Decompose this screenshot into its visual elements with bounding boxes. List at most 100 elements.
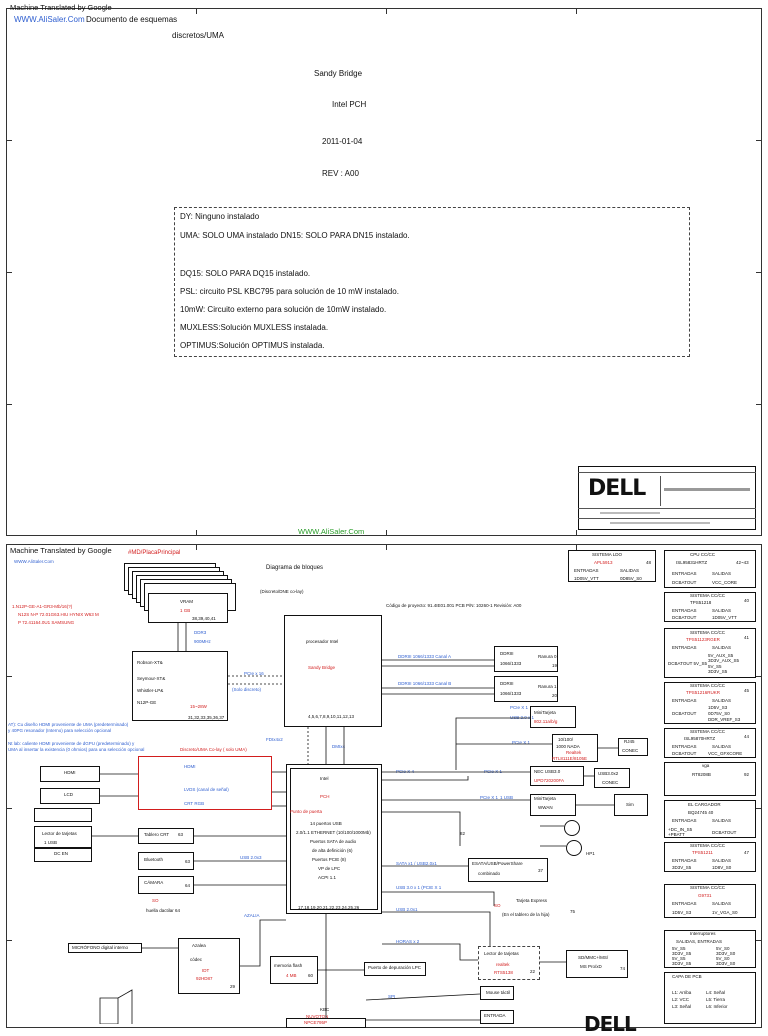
crt-board (138, 828, 194, 844)
ddr-slot-0 (494, 646, 558, 672)
camera-label: CÁMARA (144, 880, 164, 885)
tps51211-outputs-header: SALIDAS (712, 858, 732, 863)
site-watermark: WWW.AliSaler.Com (14, 15, 85, 24)
footer-site: WWW.AliSaler.Com (298, 527, 365, 536)
sd-page: 74 (620, 966, 626, 971)
pcie-x1-wwan-label: PCIe X 1 (480, 795, 499, 800)
block-diagram-heading: Diagrama de bloques (266, 565, 324, 571)
border-tick (756, 808, 762, 809)
card-reader-box (478, 946, 540, 980)
usb-wwan-label: 1 USB (500, 795, 514, 800)
title-block-line (664, 488, 750, 491)
charger-table (664, 800, 756, 838)
sata-usb-label: SATA x1 / USB2.0x1 (396, 861, 437, 866)
gpu-note-2: N12S N-P 72.01G63.HIU HYNIX W63 M (18, 612, 99, 617)
border-tick (386, 544, 387, 550)
border-tick (386, 530, 387, 536)
vram-pages: 38,39,40,41 (192, 616, 216, 621)
dc-en-box (34, 848, 92, 862)
pch-spec-2: 2.0/1.1 ETHERNET (10/100/1000Mb) (296, 830, 371, 835)
title-block-line (600, 512, 660, 514)
pch-spec-7: ACPI 1.1 (318, 875, 337, 880)
tps51123-title: SISTEMA CC/CC (690, 630, 726, 635)
ddr3-speed: 900MHz (194, 639, 211, 644)
page-82-label: 82 (460, 831, 466, 836)
cpu-block (284, 615, 382, 727)
nec-line-1: NEC USB3.0 (534, 769, 561, 774)
border-tick (196, 8, 197, 14)
tps51216-output-1: 1D5V_S3 (708, 705, 728, 710)
lpc-debug-box (364, 962, 426, 976)
sd-line-2: MS Pro/xD (580, 964, 602, 969)
cpu-dcdc-table (664, 550, 756, 588)
gpu-line-4: N12P-GE (137, 700, 157, 705)
fdi-label: FDIx4x2 (266, 737, 283, 742)
tps51216-output-3: DDR_VREF_S3 (708, 717, 741, 722)
lan-line-4: RTL8111E/8105E (552, 756, 588, 761)
vga-title: vga (702, 763, 710, 768)
cover-line-intel-pch: Intel PCH (332, 100, 367, 109)
switches-out-3: 5V_S0 (716, 956, 730, 961)
flash-block (270, 956, 318, 984)
g9731-title: SISTEMA CC/CC (690, 885, 726, 890)
pch-spec-4: de alta definición (6) (312, 848, 353, 853)
sd-slot (566, 950, 628, 978)
isl95870-title: SISTEMA CC/CC (690, 729, 726, 734)
tps51216-page: 45 (744, 688, 750, 693)
pcb-layer-table (664, 972, 756, 1024)
flash-line-1: memoria flash (274, 963, 303, 968)
card-reader-page: 22 (530, 969, 536, 974)
tps51123-inputs-header: ENTRADAS (672, 645, 697, 650)
pcb-layer-title: CAPA DE PCB (672, 974, 702, 979)
tps51123-table (664, 628, 756, 678)
vram-size: 1 GB (180, 608, 191, 613)
switches-out-2: 3D3V_S0 (716, 951, 736, 956)
charger-inputs-header: ENTRADAS (672, 818, 697, 823)
pch-pages: 17,18,19,20,21,22,23,24,25,26 (298, 905, 360, 910)
tps51218-page: 40 (744, 598, 750, 603)
pcie-x1-nec-label: PCIe X 1 (484, 769, 503, 774)
border-tick (6, 808, 12, 809)
border-tick (6, 272, 12, 273)
slot1-line1: DDRIII (500, 681, 514, 686)
solo-discreto-label: (Solo discreto) (232, 687, 262, 692)
title-block-divider (578, 508, 756, 509)
lcd-port (40, 788, 100, 804)
uma-crt: CRT RGB (184, 801, 205, 806)
gpu-block (132, 651, 228, 721)
entrada-label: ENTRADA (484, 1013, 506, 1018)
wwan-line-2: WWAN (538, 805, 553, 810)
g9731-input: 1D5V_S3 (672, 910, 692, 915)
tps51218-title: SISTEMA CC/CC (690, 593, 726, 598)
tps51123-outputs-header: SALIDAS (712, 645, 732, 650)
card-reader-line-2: realtek (496, 962, 510, 967)
border-tick (756, 940, 762, 941)
ddr3-label: DDR3 (194, 630, 207, 635)
tps51218-input: DCBATOUT (672, 615, 697, 620)
rj45-connector (618, 738, 648, 756)
usb20x3-label: USB 2.0x3 (240, 855, 262, 860)
tps51123-output-1: 5V_AUX_S5 (708, 653, 734, 658)
title-block-line (610, 522, 710, 524)
minicard-wlan (530, 706, 576, 728)
cpu-dcdc-input: DCBATOUT (672, 580, 697, 585)
flash-line-2: 4 MB (286, 973, 297, 978)
lcd-label: LCD (64, 792, 74, 797)
g9731-outputs-header: SALIDAS (712, 901, 732, 906)
pcie16-label: PCIe x 16 (244, 671, 264, 676)
hdmi-port (40, 766, 100, 782)
cpu-dcdc-part: ISL95831HRTZ (676, 560, 708, 565)
g9731-part: G9731 (698, 893, 712, 898)
ddr-channel-b: DDRIII 1066/1333 Canal B (398, 681, 452, 686)
gpu-power: 15~28W (190, 704, 207, 709)
gpu-line-1: Robson-XT& (137, 660, 163, 665)
title-block-divider (578, 518, 756, 519)
fingerprint-so: SO (152, 898, 159, 903)
border-tick (6, 404, 12, 405)
cover-line-discrete-uma: discretos/UMA (172, 31, 225, 40)
sd-line-1: SD/MMC+/MS/ (578, 955, 609, 960)
pch-line-2: PCH (320, 794, 330, 799)
tps51216-part: TPS51216RUKR (686, 690, 721, 695)
border-tick (196, 544, 197, 550)
